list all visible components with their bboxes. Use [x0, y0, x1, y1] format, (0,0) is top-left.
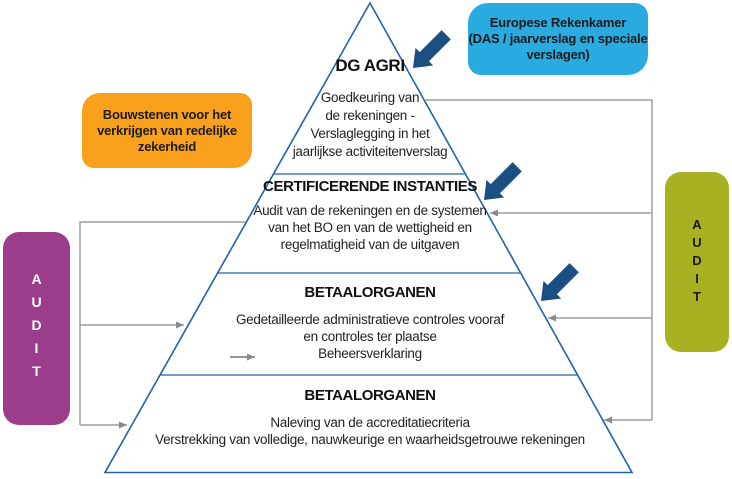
level-1-title: DG AGRI	[335, 56, 405, 75]
audit-left-text: AUDIT	[28, 271, 45, 386]
eca-callout-line: verslagen)	[526, 47, 590, 62]
audit-label-left: AUDIT	[3, 232, 70, 425]
connector-left-bracket	[79, 221, 246, 425]
building-blocks-line: Bouwstenen voor het	[102, 106, 232, 122]
level-3-body: Gedetailleerde administratieve controles…	[235, 312, 505, 361]
level-4-title: BETAALORGANEN	[304, 387, 436, 404]
eca-callout-line: (DAS / jaarverslag en speciale	[468, 31, 648, 46]
level-4-body: Naleving van de accreditatiecriteria Ver…	[155, 415, 585, 447]
connector-right-bracket	[424, 99, 653, 420]
level-2-title: CERTIFICERENDE INSTANTIES	[263, 178, 477, 195]
pyramid-outline	[103, 1, 634, 474]
european-court-of-auditors-callout: Europese Rekenkamer (DAS / jaarverslag e…	[468, 3, 648, 75]
bold-arrow-down-left-icon	[532, 258, 584, 310]
level-3-title: BETAALORGANEN	[304, 284, 436, 301]
level-2-body: Audit van de rekeningen en de systemen v…	[253, 203, 487, 252]
audit-right-text: AUDIT	[689, 217, 705, 307]
audit-label-right: AUDIT	[665, 172, 729, 352]
building-blocks-callout: Bouwstenen voor het verkrijgen van redel…	[82, 93, 252, 168]
building-blocks-line: zekerheid	[137, 138, 197, 154]
building-blocks-line: verkrijgen van redelijke	[97, 122, 237, 138]
level-1-body: Goedkeuring van de rekeningen - Verslagl…	[292, 90, 448, 159]
eca-callout-line: Europese Rekenkamer	[489, 15, 627, 30]
